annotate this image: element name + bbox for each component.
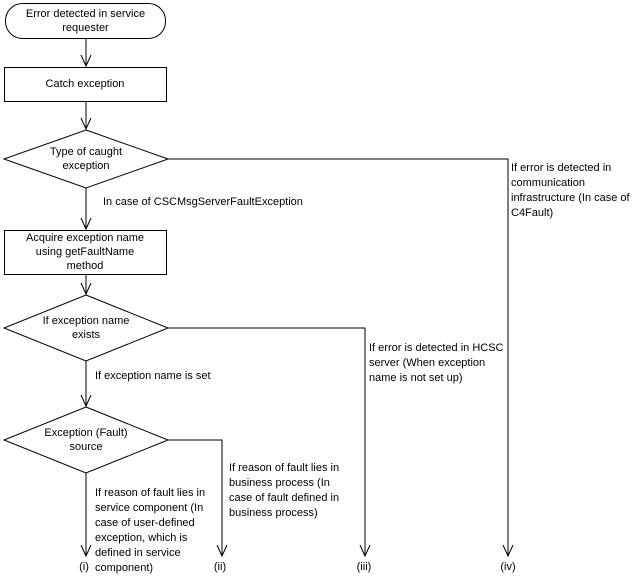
branch-iv-line3: infrastructure (In case of — [511, 192, 630, 204]
process-acquire-line2: using getFaultName — [35, 246, 135, 258]
branch-i-line1: If reason of fault lies in — [95, 487, 206, 499]
process-acquire-line1: Acquire exception name — [25, 232, 144, 244]
terminator-start-line2: requester — [62, 22, 109, 34]
arrowhead-to-iii — [359, 544, 371, 558]
terminal-iii: (iii) — [356, 561, 372, 573]
edge-label-cscmsgserverfaultexception: In case of CSCMsgServerFaultException — [103, 196, 303, 208]
edge-label-branch-i: If reason of fault lies in service compo… — [95, 486, 205, 576]
branch-ii-line4: business process) — [229, 507, 318, 519]
catch-exception-label: Catch exception — [45, 78, 125, 90]
decision-type-text: Type of caught exception — [4, 130, 168, 188]
branch-i-line2: service component (In — [95, 502, 204, 514]
decision-fault-source-text: Exception (Fault) source — [4, 407, 168, 473]
decision-fault-source-line1: Exception (Fault) — [44, 427, 128, 439]
process-acquire-text: Acquire exception name using getFaultNam… — [4, 230, 166, 274]
edge-label-branch-iv: If error is detected in communication in… — [511, 161, 630, 221]
decision-name-exists-line2: exists — [71, 329, 101, 341]
branch-i-line4: exception, which is — [95, 532, 188, 544]
terminator-start — [5, 3, 166, 39]
terminal-iv: (iv) — [500, 561, 516, 573]
decision-name-exists-text: If exception name exists — [4, 295, 168, 361]
connector-exists-to-iii — [168, 327, 366, 555]
decision-type-of-caught-exception — [2, 129, 170, 189]
arrowhead-to-source — [80, 394, 92, 408]
branch-iv-line1: If error is detected in — [511, 162, 612, 174]
arrowhead-to-catch — [80, 54, 92, 68]
branch-ii-line2: business process (In — [229, 477, 330, 489]
decision-name-exists-line1: If exception name — [42, 315, 130, 327]
arrowhead-to-iv — [502, 544, 514, 558]
arrowhead-to-i — [80, 544, 92, 558]
process-acquire-line3: method — [66, 260, 104, 272]
branch-ii-line3: case of fault defined in — [229, 492, 340, 504]
process-acquire-exception-name — [4, 230, 167, 275]
branch-i-line3: case of user-defined — [95, 517, 195, 529]
connector-type-to-iv — [168, 158, 509, 555]
edge-label-branch-ii: If reason of fault lies in business proc… — [229, 461, 339, 521]
branch-ii-line1: If reason of fault lies in — [229, 462, 340, 474]
branch-iii-line3: name is not set up) — [369, 372, 463, 384]
terminal-ii: (ii) — [213, 561, 227, 573]
branch-i-line6: component) — [95, 562, 154, 574]
process-catch-exception-text: Catch exception — [4, 67, 166, 101]
connector-source-to-ii — [168, 439, 223, 555]
decision-type-line2: exception — [62, 160, 110, 172]
arrowhead-to-type — [80, 117, 92, 131]
edge-label-exception-name-set: If exception name is set — [95, 370, 211, 382]
terminator-start-line1: Error detected in service — [25, 8, 146, 20]
process-catch-exception — [4, 67, 167, 102]
arrowhead-to-ii — [216, 544, 228, 558]
decision-exception-fault-source — [2, 406, 170, 474]
branch-iv-line4: C4Fault) — [511, 207, 554, 219]
decision-type-line1: Type of caught — [49, 146, 123, 158]
decision-if-exception-name-exists — [2, 294, 170, 362]
branch-iii-line1: If error is detected in HCSC — [369, 342, 504, 354]
arrowhead-to-acquire — [80, 217, 92, 231]
branch-i-line5: defined in service — [95, 547, 181, 559]
decision-fault-source-line2: source — [69, 441, 103, 453]
arrowhead-to-exists — [80, 282, 92, 296]
terminator-start-text: Error detected in service requester — [5, 3, 166, 39]
edge-label-branch-iii: If error is detected in HCSC server (Whe… — [369, 341, 504, 386]
branch-iv-line2: communication — [511, 177, 585, 189]
branch-iii-line2: server (When exception — [369, 357, 486, 369]
terminal-i: (i) — [79, 561, 89, 573]
